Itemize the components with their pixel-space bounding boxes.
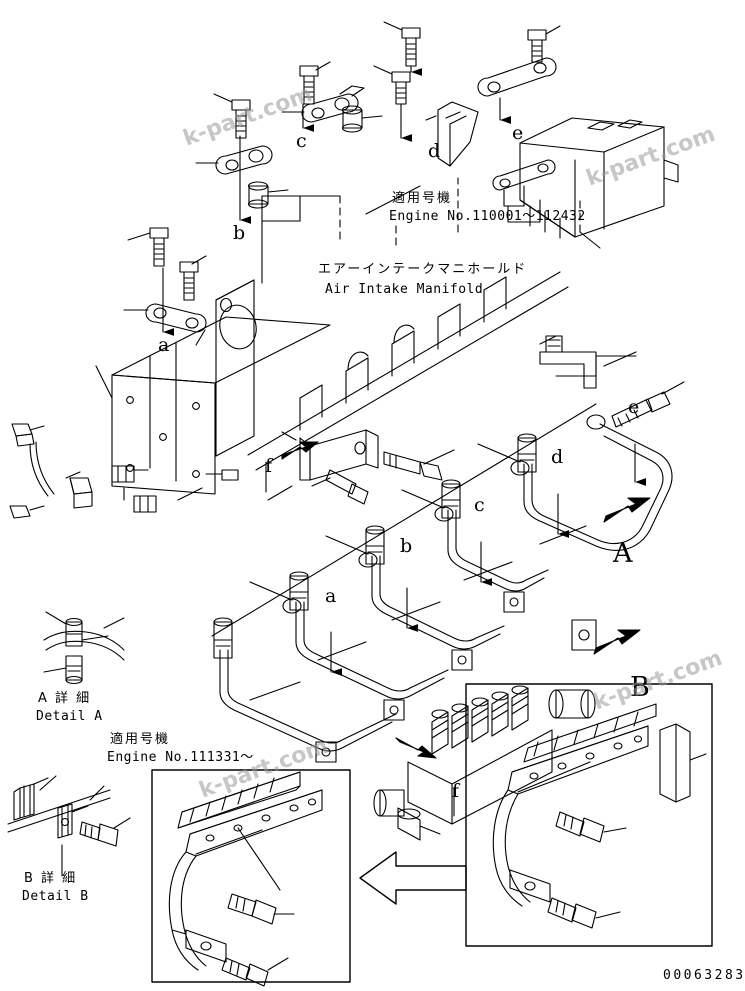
detail-a-caption-en: Detail A: [36, 709, 103, 724]
callout-leaders: [162, 65, 646, 817]
clamp-d: [546, 358, 566, 376]
note-lower-en: Engine No.111331〜: [107, 750, 254, 765]
nipple-d: [441, 479, 461, 519]
strap-e: [477, 57, 557, 97]
clamp-block-left-2: [133, 495, 157, 513]
air-intake-manifold-body: [111, 195, 341, 501]
note-upper-en: Engine No.110001〜112432: [389, 209, 586, 224]
callout-e-lower: e: [628, 396, 640, 418]
nipple-a: [213, 617, 233, 659]
fuel-injection-lines: [211, 403, 673, 763]
detail-b-drawing: [7, 775, 131, 877]
callout-f-mid: f: [265, 455, 273, 477]
bolt-a-left-2: [179, 255, 207, 301]
transfer-arrow: [359, 851, 467, 905]
region-arrows: [593, 497, 651, 655]
callout-f-lower: f: [452, 780, 460, 802]
detail-b-caption-en: Detail B: [22, 889, 89, 904]
left-lower-parts: [9, 423, 239, 519]
bolt-left-2: [9, 505, 45, 519]
drawing-number: 00063283: [663, 968, 745, 983]
bolt-d: [383, 21, 421, 67]
bolt-e-right: [611, 381, 685, 428]
note-lower-jp: 適用号機: [110, 732, 171, 747]
bolt-e-top: [527, 25, 561, 63]
inset-panel-left: [151, 769, 351, 987]
region-marker-a: A: [613, 538, 633, 569]
bolt-manifold-lower: [205, 469, 239, 481]
bushing-c: [341, 105, 383, 133]
misc-leaders: [65, 329, 637, 501]
note-leader-upper: [339, 177, 601, 251]
tube-clamp-3: [451, 649, 473, 671]
detail-b-caption-jp: B 詳 細: [24, 871, 78, 886]
spacer-left: [69, 477, 93, 509]
callout-d-upper: d: [428, 140, 441, 162]
nipple-e: [517, 433, 537, 473]
tube-clamp-4: [503, 591, 525, 613]
aftercooler-housing: [519, 117, 679, 239]
callout-d-lower: d: [551, 446, 564, 468]
bolt-left-1: [11, 423, 45, 447]
note-upper-jp: 適用号機: [392, 191, 453, 206]
clamp-plate-a: [123, 303, 207, 333]
callout-b-lower: b: [400, 535, 413, 557]
bolt-b-2: [299, 61, 331, 105]
callout-a-upper: a: [158, 334, 170, 356]
region-marker-b: B: [630, 672, 650, 703]
tube-clamp-1: [315, 741, 337, 763]
nipple-b: [289, 571, 309, 611]
intake-duct-spine: [247, 271, 597, 471]
callout-e-upper: e: [512, 122, 524, 144]
bracket-plate-c: [281, 85, 365, 123]
callout-a-lower: a: [325, 585, 337, 607]
bolt-a-left: [127, 227, 169, 267]
inset-panel-right: [465, 683, 713, 947]
bolt-d-2: [373, 65, 411, 105]
clamp-e-lower: [492, 159, 556, 223]
bushing-b: [247, 181, 289, 209]
bracket-e-spine: [555, 355, 637, 377]
detail-a-caption-jp: A 詳 細: [38, 691, 92, 706]
detail-a-drawing: [43, 611, 125, 685]
manifold-title-en: Air Intake Manifold: [325, 282, 484, 297]
mid-bracket-f: [281, 429, 455, 505]
injection-pump-block: [373, 685, 596, 841]
tube-clamp-2: [383, 699, 405, 721]
bracket-plate-b: [195, 145, 273, 175]
gusset-d: [425, 101, 479, 167]
callout-c-lower: c: [474, 494, 485, 516]
clamp-block-left: [111, 465, 149, 483]
callout-b-upper: b: [233, 222, 246, 244]
nipple-c: [365, 525, 385, 565]
bolt-b: [213, 93, 251, 139]
manifold-title-jp: エアーインテークマニホールド: [318, 262, 528, 277]
callout-c-upper: c: [296, 130, 307, 152]
tube-clamp-5: [571, 619, 597, 651]
upper-fasteners: [123, 21, 685, 428]
